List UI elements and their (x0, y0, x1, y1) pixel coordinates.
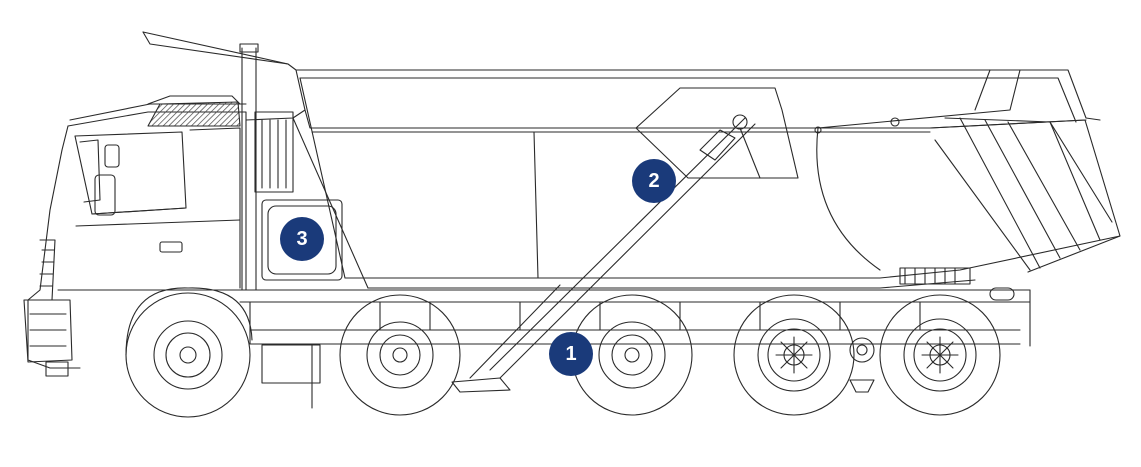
front-axle-wheel (125, 287, 253, 418)
rear-axle-wheel-2 (879, 294, 1001, 416)
second-axle-wheel (339, 294, 461, 416)
hydraulic-tipping-cylinder (451, 114, 756, 393)
cab-roof-hatching (147, 101, 241, 127)
callout-marker-3: 3 (280, 217, 324, 261)
tank-unit (254, 111, 343, 281)
truck-cab (23, 95, 247, 377)
rear-axle-wheel-1 (733, 294, 855, 416)
middle-axle-wheel (571, 294, 693, 416)
callout-marker-1: 1 (549, 332, 593, 376)
callout-marker-2: 2 (632, 159, 676, 203)
tipper-body (142, 31, 1121, 393)
chassis-frame (239, 267, 1031, 409)
bogie-hub (849, 337, 875, 393)
